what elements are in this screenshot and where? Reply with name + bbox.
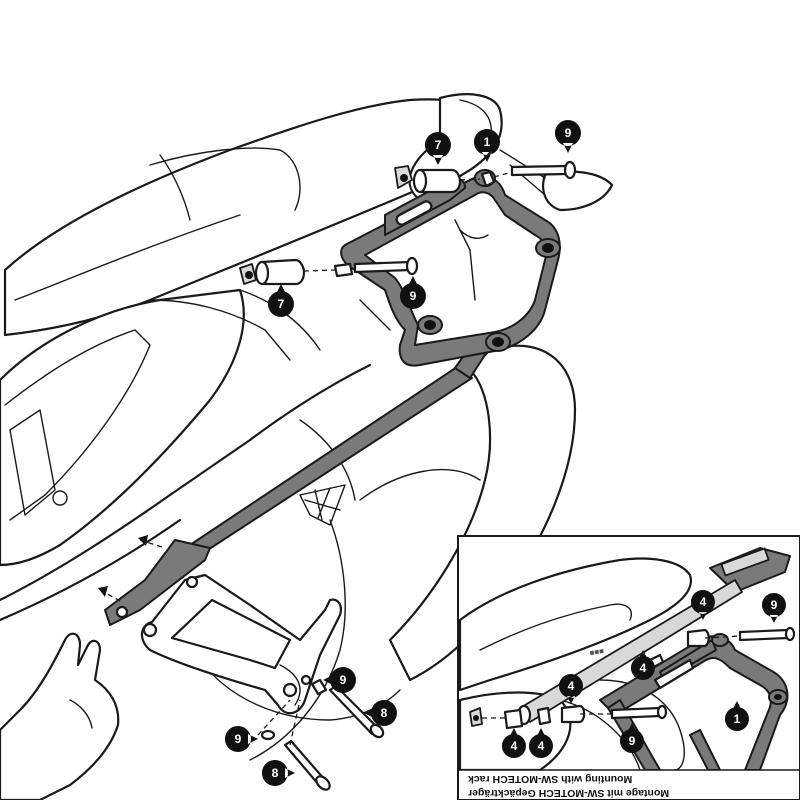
svg-text:■■■: ■■■ — [589, 646, 605, 657]
hand — [0, 632, 120, 800]
inset-callout-9-low: 9 — [619, 723, 644, 753]
callout-1-top: 1 — [473, 129, 500, 162]
hardware — [98, 160, 577, 791]
callout-9-bottom: 9 — [224, 726, 258, 752]
svg-text:4: 4 — [700, 595, 707, 609]
svg-text:9: 9 — [771, 598, 778, 612]
callout-9-mid: 9 — [399, 276, 426, 309]
inset-callout-4-top: 4 — [690, 590, 715, 620]
bracket-arm — [189, 364, 473, 556]
svg-text:4: 4 — [640, 661, 647, 675]
callout-7-left: 7 — [267, 284, 294, 317]
footpeg-bracket — [140, 573, 342, 715]
inset-caption-english: Mounting with SW-MOTECH rack — [468, 773, 632, 785]
inset-callout-4-bottom-left-2: 4 — [528, 728, 553, 758]
inset-callout-4-center: 4 — [558, 674, 583, 704]
svg-text:7: 7 — [278, 297, 285, 311]
svg-text:7: 7 — [435, 138, 442, 152]
callout-9-top: 9 — [554, 120, 581, 153]
inset-callout-9-right: 9 — [761, 593, 786, 623]
inset-seat — [459, 557, 693, 692]
inset-callout-4-bottom-left-1: 4 — [501, 728, 526, 758]
svg-text:9: 9 — [235, 732, 242, 746]
callout-7-top: 7 — [424, 132, 451, 165]
svg-text:1: 1 — [484, 135, 491, 149]
svg-text:9: 9 — [340, 673, 347, 687]
callout-9-foot: 9 — [323, 667, 356, 693]
motorcycle-outline — [0, 93, 614, 800]
side-panel — [0, 288, 245, 567]
footpeg-hanger — [140, 573, 342, 715]
side-carrier-bracket — [104, 169, 561, 626]
svg-text:9: 9 — [565, 126, 572, 140]
inset-side-carrier — [599, 635, 789, 770]
inset-callout-4-mid: 4 — [630, 650, 655, 680]
svg-text:1: 1 — [734, 712, 741, 726]
inset-callout-1-right: 1 — [724, 701, 749, 731]
svg-text:4: 4 — [568, 679, 575, 693]
inset-panel: ■■■ 9 4 4 4 1 9 4 — [457, 535, 800, 800]
license-plate-holder — [542, 170, 614, 212]
svg-text:9: 9 — [629, 734, 636, 748]
svg-text:4: 4 — [511, 739, 518, 753]
callout-8-bottom: 8 — [261, 760, 295, 786]
svg-text:8: 8 — [272, 766, 279, 780]
svg-text:9: 9 — [410, 289, 417, 303]
svg-text:4: 4 — [538, 739, 545, 753]
callout-8-foot: 8 — [364, 700, 397, 726]
lower-plate — [104, 539, 211, 626]
svg-text:8: 8 — [381, 706, 388, 720]
inset-caption-german: Montage mit SW-MOTECH Gepäckträger — [468, 787, 669, 799]
